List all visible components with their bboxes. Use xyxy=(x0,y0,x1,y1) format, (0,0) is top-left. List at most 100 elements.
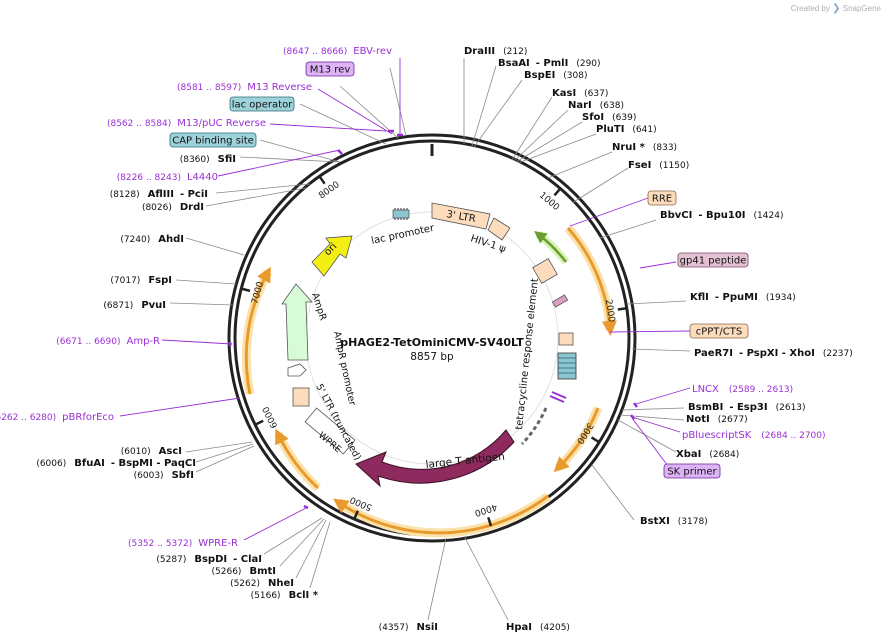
enzyme-position: (7017) xyxy=(110,276,140,286)
boxed-feature-label[interactable]: RRE xyxy=(647,190,677,206)
enzyme-name: AhdI xyxy=(158,234,184,245)
label-box xyxy=(169,132,257,148)
enzyme-label[interactable]: FseI(1150) xyxy=(628,160,689,171)
enzyme-label[interactable]: BsaAI- PmlI(290) xyxy=(498,58,601,69)
feature-tre-block xyxy=(557,352,577,380)
enzyme-label[interactable]: (5287)BspDI- ClaI xyxy=(156,554,262,565)
primer-label[interactable]: (6262 .. 6280)pBRforEco xyxy=(0,412,114,423)
plasmid-length: 8857 bp xyxy=(410,351,454,363)
boxed-feature-label[interactable]: M13 rev xyxy=(305,61,355,77)
enzyme-position: (6010) xyxy=(121,447,151,457)
enzyme-position: (6871) xyxy=(103,301,133,311)
enzyme-label[interactable]: KasI (637) xyxy=(552,88,608,99)
enzyme-label[interactable]: (6006)BfuAI- BspMI - PaqCI xyxy=(36,458,196,469)
enzyme-label[interactable]: (5262)NheI xyxy=(230,578,294,589)
feature-ori xyxy=(311,235,353,277)
label-box-text: SK primer xyxy=(667,467,717,478)
enzyme-position: (637) xyxy=(584,89,608,99)
primer-name: pBRforEco xyxy=(62,412,114,423)
primer-label[interactable]: LNCX(2589 .. 2613) xyxy=(692,384,793,395)
enzyme-label[interactable]: (4357)NsiI xyxy=(379,622,438,633)
enzyme-label[interactable]: BstXI(3178) xyxy=(640,516,708,527)
enzyme-label[interactable]: (8128)AflIII- PciI xyxy=(110,189,208,200)
primer-label[interactable]: (8562 .. 8584)M13/pUC Reverse xyxy=(107,118,266,129)
enzyme-label[interactable]: BspEI(308) xyxy=(524,70,588,81)
enzyme-name: DraIII xyxy=(464,46,495,57)
enzyme-label[interactable]: PluTI(641) xyxy=(596,124,657,135)
primer-label[interactable]: (8647 .. 8666)EBV-rev xyxy=(283,46,392,57)
enzyme-position: (2237) xyxy=(823,349,853,359)
enzyme-label[interactable]: (8026) DrdI xyxy=(142,202,204,213)
arc-rre-region-line xyxy=(566,227,617,336)
enzyme-label[interactable]: (5166)BclI * xyxy=(251,590,319,601)
primer-label[interactable]: (5352 .. 5372)WPRE-R xyxy=(128,538,238,549)
enzyme-label[interactable]: (7017) FspI xyxy=(110,275,172,286)
enzyme-label[interactable]: NarI(638) xyxy=(568,100,624,111)
enzyme-name: SfiI xyxy=(218,154,236,165)
plasmid-name: pHAGE2-TetOminiCMV-SV40LT xyxy=(340,336,524,349)
arc-green-feature-line xyxy=(534,230,567,263)
enzyme-label[interactable]: NotI(2677) xyxy=(686,414,748,425)
enzyme-isoschizomer: - PciI xyxy=(180,189,208,200)
enzyme-name: AflIII xyxy=(148,189,174,200)
enzyme-label[interactable]: (6003)SbfI xyxy=(134,470,194,481)
enzyme-isoschizomer: - Esp3I xyxy=(729,402,767,413)
label-box xyxy=(677,252,749,268)
feature-large-t-antigen xyxy=(355,429,515,488)
enzyme-label[interactable]: (8360)SfiI xyxy=(180,154,236,165)
enzyme-position: (5166) xyxy=(251,591,281,601)
enzyme-name: KasI xyxy=(552,88,576,99)
enzyme-name: XbaI xyxy=(676,449,701,460)
arc-left-lower-line xyxy=(275,428,320,490)
label-box-text: lac operator xyxy=(232,100,293,111)
enzyme-name: BfuAI xyxy=(74,458,105,469)
enzyme-name: BspEI xyxy=(524,70,555,81)
boxed-feature-label[interactable]: lac operator xyxy=(229,96,295,112)
enzyme-label[interactable]: (6871)PvuI xyxy=(103,300,166,311)
enzyme-label[interactable]: KflI- PpuMI(1934) xyxy=(690,292,796,303)
boxed-feature-label[interactable]: SK primer xyxy=(663,463,721,479)
feature-ampr-promoter xyxy=(287,363,307,377)
feature-rre-box xyxy=(532,258,558,284)
boxed-feature-label[interactable]: CAP binding site xyxy=(169,132,257,148)
primer-label[interactable]: (8226 .. 8243)L4440 xyxy=(117,172,218,183)
enzyme-position: (639) xyxy=(612,113,636,123)
enzyme-label[interactable]: HpaI(4205) xyxy=(506,622,570,633)
enzyme-label[interactable]: BbvCI- Bpu10I(1424) xyxy=(660,210,783,221)
enzyme-name: FspI xyxy=(148,275,172,286)
backbone-outer xyxy=(227,133,637,543)
tick-mark xyxy=(254,419,264,426)
enzyme-name: DrdI xyxy=(180,202,204,213)
boxed-feature-label[interactable]: gp41 peptide xyxy=(677,252,749,268)
primer-label[interactable]: (6671 .. 6690)Amp-R xyxy=(56,336,160,347)
enzyme-name: AscI xyxy=(159,446,182,457)
primer-lines xyxy=(119,58,691,541)
snapgene-logo-icon: ❯ xyxy=(832,3,841,14)
tick-label: 1000 xyxy=(537,191,561,214)
feature-wpre xyxy=(304,407,356,455)
enzyme-label[interactable]: (5266)BmtI xyxy=(212,566,276,577)
enzyme-label[interactable]: (7240)AhdI xyxy=(120,234,184,245)
primer-range: (6671 .. 6690) xyxy=(56,337,120,347)
enzyme-position: (8026) xyxy=(142,203,172,213)
enzyme-label[interactable]: SfoI (639) xyxy=(582,112,636,123)
enzyme-label[interactable]: (6010) AscI xyxy=(121,446,182,457)
primer-label[interactable]: (8581 .. 8597)M13 Reverse xyxy=(177,82,312,93)
enzyme-label[interactable]: XbaI(2684) xyxy=(676,449,739,460)
enzyme-name: BstXI xyxy=(640,516,670,527)
feature-lncx-marks-2 xyxy=(549,395,565,403)
enzyme-name: BbvCI xyxy=(660,210,692,221)
enzyme-name: SbfI xyxy=(172,470,194,481)
enzyme-name: BspDI xyxy=(194,554,227,565)
enzyme-name: SfoI xyxy=(582,112,604,123)
primer-label[interactable]: pBluescriptSK(2684 .. 2700) xyxy=(682,430,826,441)
enzyme-name: NruI * xyxy=(612,142,646,153)
enzyme-label[interactable]: NruI *(833) xyxy=(612,142,677,153)
enzyme-label[interactable]: DraIII(212) xyxy=(464,46,527,57)
boxed-feature-label[interactable]: cPPT/CTS xyxy=(689,323,749,339)
label-box-text: cPPT/CTS xyxy=(696,327,742,338)
enzyme-position: (4205) xyxy=(540,623,570,633)
enzyme-label[interactable]: PaeR7I- PspXI - XhoI(2237) xyxy=(694,348,853,359)
label-box-text: RRE xyxy=(652,194,672,205)
enzyme-label[interactable]: BsmBI- Esp3I(2613) xyxy=(688,402,806,413)
